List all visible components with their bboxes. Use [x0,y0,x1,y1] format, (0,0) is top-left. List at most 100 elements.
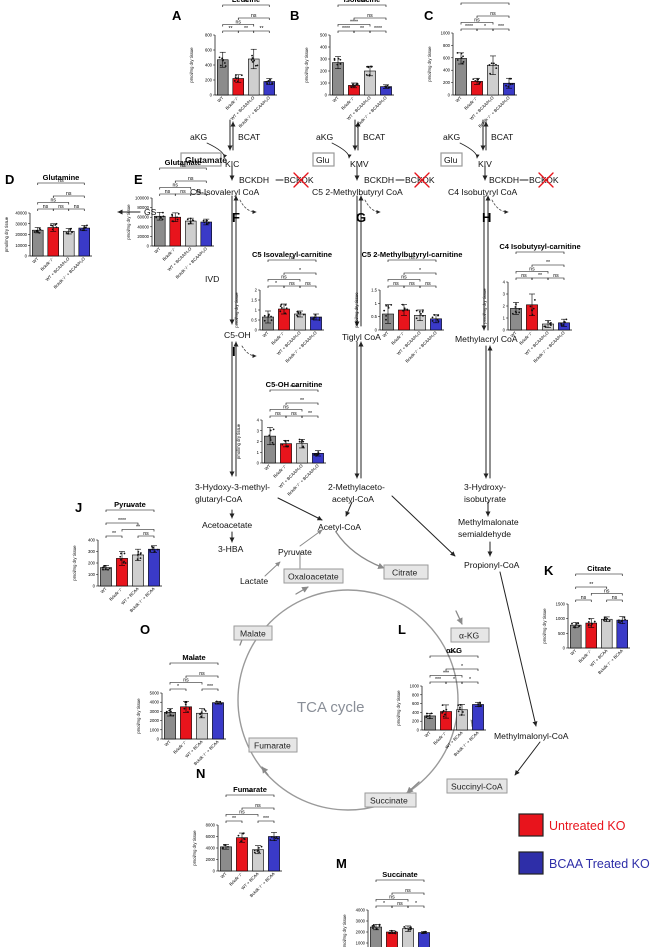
data-point [269,429,272,432]
data-point [425,716,428,719]
significance-label: ns [425,281,431,287]
data-point [415,309,418,312]
data-point [428,717,431,720]
data-point [243,837,245,840]
data-point [162,215,165,218]
y-tick-label: 0 [25,254,28,259]
label-mmsa-2: semialdehyde [458,529,511,539]
data-point [176,216,178,219]
label-c5-isovaleryl-coa: C5-Isovaleryl CoA [190,187,260,197]
panel-e: EGlutamate020000400006000080000100000pmo… [126,158,214,280]
red-cross-icon [538,172,554,188]
data-point [79,228,82,231]
y-tick-label: 200 [443,80,451,85]
tca-title: TCA cycle [297,699,365,716]
y-tick-label: 800 [443,43,451,48]
category-label: Bckdk⁻/⁻ + BCAA/H₂O [284,330,318,364]
data-point [436,318,439,321]
bar [185,220,197,247]
y-tick-label: 600 [443,55,451,60]
data-point [587,624,590,627]
data-point [529,305,532,308]
category-label: Bckdk⁻/⁻ [270,330,286,346]
data-point [165,712,168,715]
red-cross-icon [293,172,309,188]
significance-label: ns [239,810,245,816]
significance-bracket [222,4,270,7]
bar [32,229,44,257]
data-point [279,310,282,313]
data-point [314,314,317,316]
significance-label: ns [275,411,281,417]
data-point [206,223,209,225]
panel-letter: N [196,766,205,781]
data-point [339,58,342,61]
arrow-pyruvate-to-acetylcoa [299,529,323,547]
significance-label: **** [465,24,473,30]
y-tick-label: 0 [210,93,213,98]
significance-bracket [575,586,608,589]
significance-bracket [201,688,219,691]
data-point [437,320,440,323]
category-label: Bckdk⁻/⁻ [518,330,534,346]
significance-label: * [484,24,486,30]
panel-letter: A [172,8,182,23]
panel-title: C5 Isovaleryl-carnitine [252,250,332,259]
y-axis-label: pmol/mg dry tissue [482,288,487,324]
data-point [177,212,180,215]
data-point [123,560,125,563]
category-label: WT [164,739,172,747]
y-tick-label: 1000 [441,31,451,36]
category-label: WT [220,871,228,879]
data-point [339,63,342,65]
tca-label-oxaloacetate: Oxaloacetate [288,572,339,582]
significance-label: ns [389,895,395,901]
y-tick-label: 5000 [150,691,160,696]
data-point [273,836,276,839]
significance-label: ** [244,0,248,6]
data-point [221,57,223,60]
data-point [560,324,563,327]
data-point [457,710,460,713]
significance-label: * [299,268,301,274]
data-point [460,714,463,716]
significance-bracket [285,402,319,405]
data-point [159,216,162,219]
significance-label: ns [236,20,242,26]
data-point [65,231,68,234]
data-point [260,845,263,848]
data-point [356,82,359,85]
tca-label-citrate: Citrate [392,568,418,578]
y-tick-label: 400 [320,45,328,50]
data-point [258,846,260,849]
glu-box-1 [312,152,335,167]
arrow-hmg-to-acetylcoa [277,497,323,521]
significance-label: ns [409,255,415,261]
significance-label: ns [283,405,289,411]
significance-label: * [469,677,471,683]
data-point [119,558,122,561]
category-label: WT [262,330,270,338]
data-point [531,313,534,316]
panel-letter: J [75,500,82,515]
data-point [460,52,463,55]
panel-a: ALeucine0200400600800pmol/mg dry tissueW… [172,0,277,129]
data-point [156,548,159,551]
panel-letter: L [398,622,406,637]
data-point [571,622,573,625]
significance-label: ns [180,189,186,195]
label-acetyl-coa: Acetyl-CoA [318,522,361,532]
panel-title: Succinate [382,870,417,879]
significance-bracket [137,535,155,538]
data-point [227,845,229,848]
significance-label: * [453,677,455,683]
data-point [424,931,427,933]
data-point [189,220,192,223]
data-point [280,303,283,306]
arrow-lactate-to-pyruvate [264,561,281,577]
data-point [151,548,154,551]
significance-bracket [375,899,409,902]
data-point [149,549,152,552]
significance-bracket [429,655,479,658]
tca-ring [237,589,459,811]
